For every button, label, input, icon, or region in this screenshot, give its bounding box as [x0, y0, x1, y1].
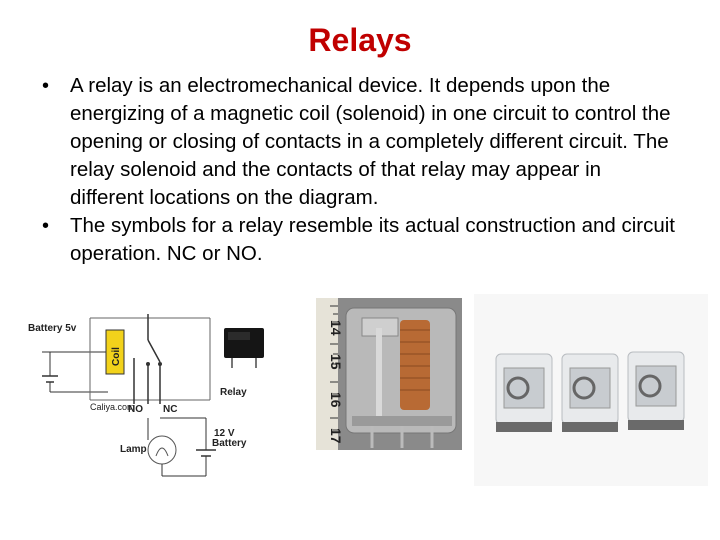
bullet-marker: • [42, 75, 50, 97]
bullet-text: The symbols for a relay resemble its act… [70, 214, 676, 265]
slide-title: Relays [308, 22, 412, 58]
clear-relays-photo [474, 294, 708, 486]
battery-5v-label: Battery 5v [28, 323, 77, 334]
nc-label: NC [163, 404, 177, 415]
copper-coil [400, 320, 430, 410]
ruler-tick-label: 14 [328, 320, 344, 336]
relay-circuit-diagram: Battery 5v Coil Caliya.com NO NC Relay L… [28, 314, 264, 477]
ruler-tick-label: 16 [328, 392, 344, 408]
lamp-bulb [147, 435, 177, 465]
coil-label: Coil [111, 347, 122, 366]
battery-12v-sublabel: Battery [212, 438, 247, 449]
ruler-ticks [330, 305, 338, 431]
switch-arm [147, 339, 161, 363]
watermark-text: Caliya.com [90, 402, 135, 412]
clear-relay [561, 353, 619, 432]
opened-relay-photo: 14 15 16 17 [316, 298, 462, 450]
bullet-marker: • [42, 215, 50, 237]
bullet-list: • A relay is an electromechanical device… [40, 72, 680, 268]
lamp-filament [155, 447, 169, 457]
relay-contact-spring [376, 328, 382, 416]
clear-relay [627, 351, 685, 430]
no-label: NO [128, 404, 143, 415]
relay-photo-label [228, 332, 250, 340]
relay-base [352, 416, 452, 426]
bullet-text: A relay is an electromechanical device. … [70, 74, 671, 209]
ruler [316, 298, 338, 450]
ruler-tick-label: 15 [328, 354, 344, 370]
coil-windings [400, 329, 430, 391]
battery-12v-label: 12 V [214, 428, 235, 439]
bullet-item: • The symbols for a relay resemble its a… [40, 212, 680, 268]
coil-block [105, 329, 125, 375]
clear-relay [495, 353, 553, 432]
lamp-label: Lamp [120, 444, 147, 455]
relay-label: Relay [220, 387, 247, 398]
ruler-tick-label: 17 [328, 428, 344, 444]
bullet-item: • A relay is an electromechanical device… [40, 72, 680, 212]
